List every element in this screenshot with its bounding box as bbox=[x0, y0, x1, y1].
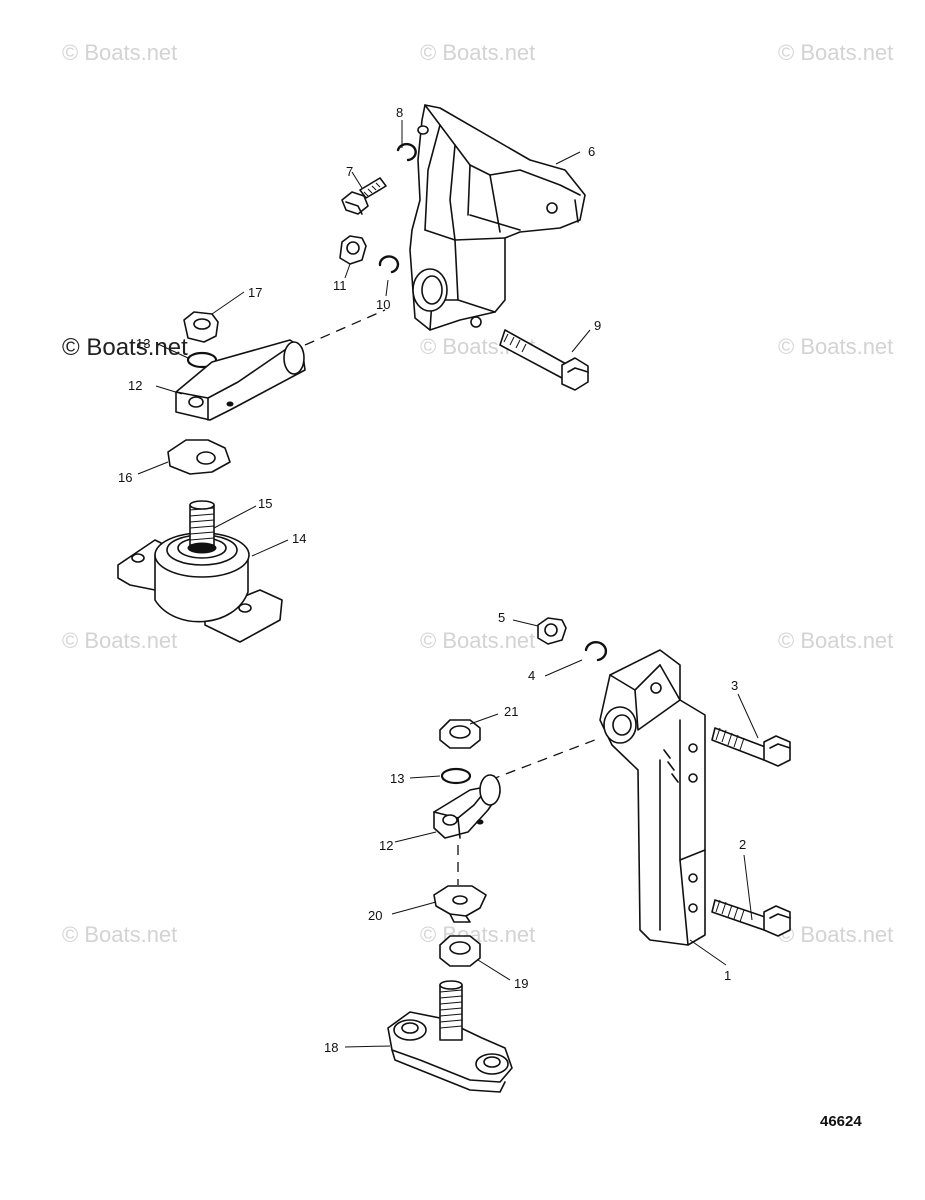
link-shaft-12-lower bbox=[433, 774, 501, 839]
mount-stud-15 bbox=[187, 500, 217, 554]
upper-bolt-7 bbox=[341, 177, 387, 215]
link-shaft-12-upper bbox=[175, 339, 306, 421]
snubber-16 bbox=[167, 439, 231, 475]
stud-nut-17 bbox=[183, 311, 219, 343]
upper-lock-washer-10 bbox=[378, 255, 400, 274]
callout-9: 9 bbox=[594, 318, 601, 333]
callout-16: 16 bbox=[118, 470, 132, 485]
watermark: © Boats.net bbox=[778, 922, 894, 947]
alignment-line bbox=[304, 309, 386, 346]
upper-long-bolt-9 bbox=[499, 329, 589, 391]
watermark: © Boats.net bbox=[420, 40, 536, 65]
washer-13-upper bbox=[186, 351, 218, 369]
figure-number: 46624 bbox=[820, 1113, 862, 1130]
callout-12-upper: 12 bbox=[128, 378, 142, 393]
callout-3: 3 bbox=[731, 678, 738, 693]
callout-1: 1 bbox=[724, 968, 731, 983]
rubber-mount-14 bbox=[117, 532, 283, 643]
callout-8: 8 bbox=[396, 105, 403, 120]
alignment-line bbox=[489, 737, 601, 781]
watermark: © Boats.net bbox=[62, 628, 178, 653]
washer-13-lower bbox=[440, 767, 472, 785]
callout-leaders bbox=[137, 120, 759, 1048]
watermark: © Boats.net bbox=[420, 628, 536, 653]
callout-13-upper: 13 bbox=[136, 336, 150, 351]
callout-10: 10 bbox=[376, 297, 390, 312]
lower-bolt-2 bbox=[711, 899, 791, 937]
watermark-dark: © Boats.net bbox=[62, 334, 188, 361]
snubber-20 bbox=[433, 885, 487, 923]
callout-17: 17 bbox=[248, 285, 262, 300]
callout-19: 19 bbox=[514, 976, 528, 991]
callout-6: 6 bbox=[588, 144, 595, 159]
callout-15: 15 bbox=[258, 496, 272, 511]
lower-nut-5 bbox=[537, 617, 567, 645]
watermark: © Boats.net bbox=[778, 334, 894, 359]
lower-nut-21 bbox=[439, 719, 481, 749]
lower-mount-plate-18 bbox=[387, 980, 513, 1093]
lower-bolt-3 bbox=[711, 727, 791, 767]
callout-12-lower: 12 bbox=[379, 838, 393, 853]
watermark: © Boats.net bbox=[62, 922, 178, 947]
upper-lock-washer-8 bbox=[396, 142, 417, 162]
callout-18: 18 bbox=[324, 1040, 338, 1055]
callout-11: 11 bbox=[333, 278, 347, 293]
callout-labels: 1 2 3 4 5 6 7 8 9 10 11 12 12 13 13 14 1… bbox=[118, 105, 746, 1055]
lower-nut-19 bbox=[439, 935, 481, 967]
upper-nut-11 bbox=[339, 235, 367, 265]
callout-21: 21 bbox=[504, 704, 518, 719]
callout-20: 20 bbox=[368, 908, 382, 923]
lower-bracket-1 bbox=[599, 649, 706, 946]
callout-5: 5 bbox=[498, 610, 505, 625]
watermark: © Boats.net bbox=[778, 628, 894, 653]
callout-13-lower: 13 bbox=[390, 771, 404, 786]
upper-mount-bracket bbox=[409, 104, 586, 331]
watermark: © Boats.net bbox=[62, 40, 178, 65]
watermark: © Boats.net bbox=[778, 40, 894, 65]
lower-lock-washer-4 bbox=[584, 641, 608, 662]
callout-14: 14 bbox=[292, 531, 306, 546]
callout-4: 4 bbox=[528, 668, 535, 683]
callout-2: 2 bbox=[739, 837, 746, 852]
callout-7: 7 bbox=[346, 164, 353, 179]
